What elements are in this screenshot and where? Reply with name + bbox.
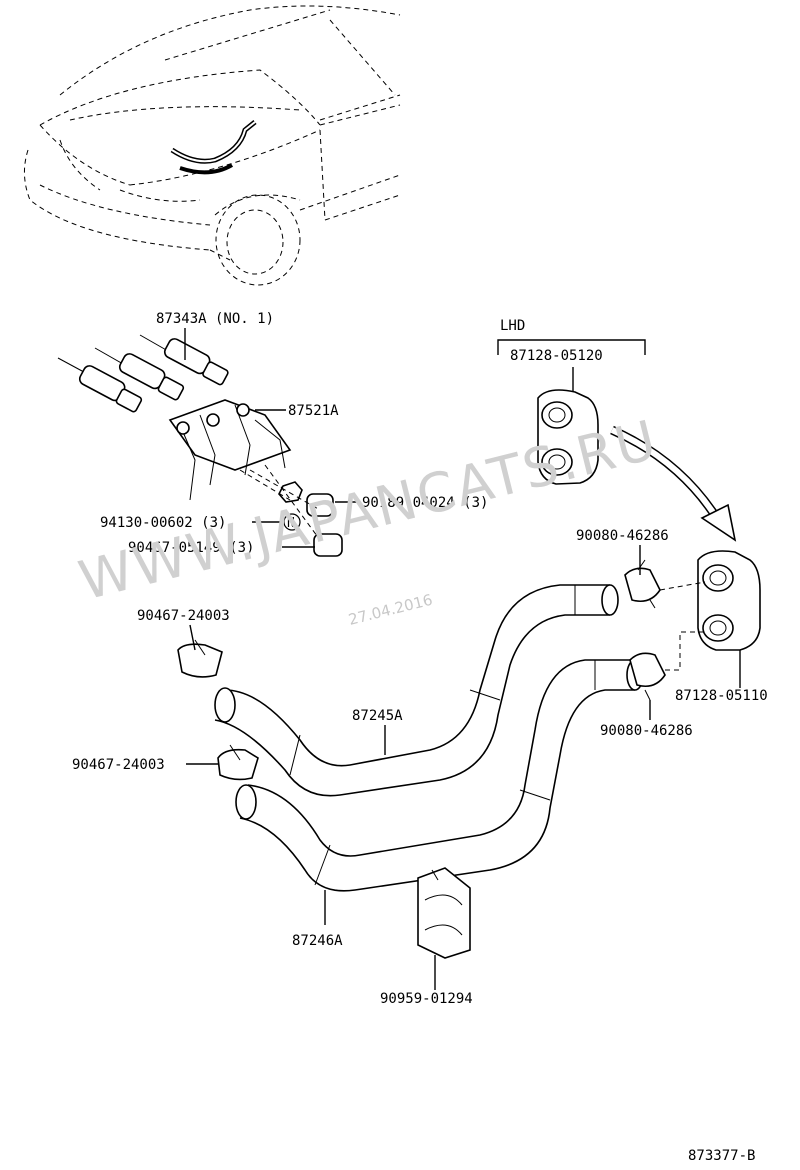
label-90467-24003-mid: 90467-24003 xyxy=(72,757,165,773)
label-87343A: 87343A (NO. 1) xyxy=(156,311,274,327)
watermark-text: WWW.JAPANCATS.RU xyxy=(73,408,664,613)
label-90467-05149: 90467-05149 (3) xyxy=(128,540,254,556)
direction-arrow xyxy=(610,425,737,542)
clamp-90080-bottom xyxy=(629,652,666,701)
clip-90959 xyxy=(417,867,471,959)
label-lhd: LHD xyxy=(500,318,525,334)
label-90189-04024: 90189-04024 (3) xyxy=(362,495,488,511)
grommet-rhd xyxy=(697,550,761,651)
diagram-code: 873377-B xyxy=(688,1148,755,1164)
label-87246A: 87246A xyxy=(292,933,343,949)
leader-lines xyxy=(184,328,741,990)
label-94130-00602: 94130-00602 (3) xyxy=(100,515,226,531)
n-symbol: N xyxy=(283,513,301,531)
watermark-date: 27.04.2016 xyxy=(347,591,435,629)
clamp-90467-top xyxy=(177,639,223,678)
label-90467-24003-top: 90467-24003 xyxy=(137,608,230,624)
valve-assembly xyxy=(57,334,343,557)
label-90080-46286-bottom: 90080-46286 xyxy=(600,723,693,739)
label-90959-01294: 90959-01294 xyxy=(380,991,473,1007)
hose-87246A xyxy=(235,659,644,892)
label-87128-05120: 87128-05120 xyxy=(510,348,603,364)
n-symbol-label: N xyxy=(287,516,295,531)
label-87521A: 87521A xyxy=(288,403,339,419)
label-90080-46286-top: 90080-46286 xyxy=(576,528,669,544)
car-illustration xyxy=(24,5,401,286)
grommet-lhd xyxy=(537,389,599,485)
clamp-90080-top xyxy=(624,559,661,609)
clamp-90467-mid xyxy=(217,744,259,781)
label-87128-05110: 87128-05110 xyxy=(675,688,768,704)
label-87245A: 87245A xyxy=(352,708,403,724)
hose-87245A xyxy=(214,584,619,797)
